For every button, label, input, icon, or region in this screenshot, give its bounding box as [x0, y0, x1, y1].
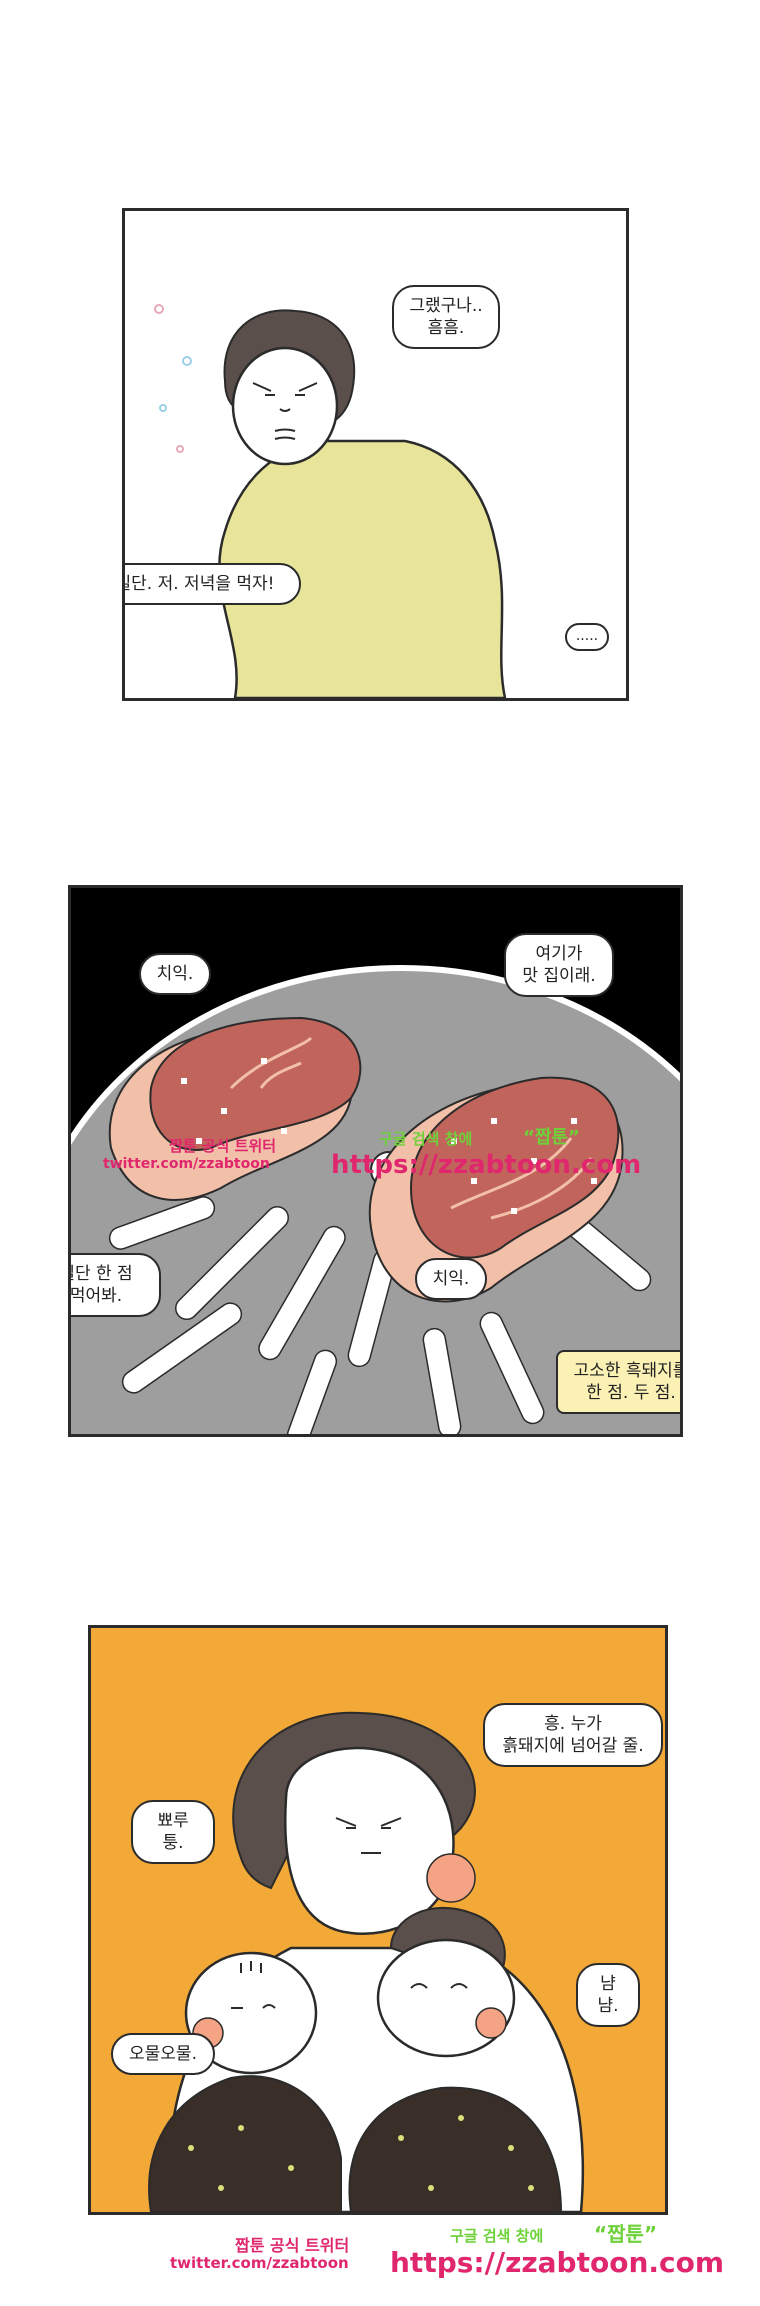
speech-bubble-hmph: 흥. 누가 흙돼지에 넘어갈 줄.	[483, 1703, 663, 1767]
grill-slot	[108, 1196, 216, 1250]
panel-1: 그랬구나.. 흠흠. 일단. 저. 저녁을 먹자! .....	[122, 208, 629, 701]
speech-bubble-sizzle-top: 치익.	[139, 953, 211, 995]
grill-slot	[286, 1349, 338, 1434]
panel-3: 흥. 누가 흙돼지에 넘어갈 줄. 뾰루퉁. 냠냠. 오물오물.	[88, 1625, 668, 2215]
thought-dot	[182, 356, 192, 366]
grill-slot	[121, 1302, 243, 1394]
kid-left-jacket	[148, 2075, 342, 2212]
footer-watermark-brand: 짭툰 공식 트위터	[235, 2236, 350, 2255]
speech-bubble-dots: .....	[565, 623, 609, 651]
footer-watermark-twitter: twitter.com/zzabtoon	[170, 2254, 349, 2272]
thought-dot	[159, 404, 167, 412]
watermark-search-prefix: 구글 검색 창에	[379, 1130, 473, 1148]
speech-bubble-yum: 냠냠.	[576, 1963, 640, 2027]
kid-right-jacket	[348, 2086, 563, 2212]
thought-dot	[154, 304, 164, 314]
grill-slot	[174, 1205, 290, 1321]
panel-1-art	[154, 304, 507, 698]
watermark-url: https://zzabtoon.com	[331, 1150, 642, 1180]
thought-dot	[176, 445, 184, 453]
watermark-search-term: “짭툰”	[523, 1127, 580, 1148]
mom-face	[284, 1746, 455, 1935]
speech-bubble-famous-place: 여기가 맛 집이래.	[504, 933, 614, 997]
footer-watermark-search-term: “짭툰”	[594, 2222, 658, 2246]
grill-slot	[422, 1327, 462, 1434]
panel-2: 치익. 여기가 맛 집이래. 일단 한 점 먹어봐. 치익. 고소한 흑돼지를 …	[68, 885, 683, 1437]
watermark-brand: 짭툰 공식 트위터	[169, 1137, 277, 1155]
kid-right-blush	[475, 2007, 507, 2039]
face	[231, 346, 339, 466]
caption-box: 고소한 흑돼지를 한 점. 두 점.	[556, 1350, 680, 1414]
speech-bubble-munch: 오물오물.	[111, 2033, 215, 2075]
grill-slot	[479, 1311, 545, 1425]
speech-bubble-try-one: 일단 한 점 먹어봐.	[71, 1253, 161, 1317]
panel-3-art	[148, 1711, 585, 2212]
footer-watermark-url: https://zzabtoon.com	[390, 2246, 725, 2279]
kid-right-face	[376, 1938, 516, 2058]
footer-watermark-search-prefix: 구글 검색 창에	[450, 2227, 544, 2245]
speech-bubble-pout: 뾰루퉁.	[131, 1800, 215, 1864]
mom-blush	[426, 1853, 476, 1903]
panel-2-art	[71, 965, 680, 1434]
speech-bubble-sizzle-mid: 치익.	[415, 1258, 487, 1300]
grill-slot	[258, 1225, 346, 1361]
speech-bubble-hmm: 그랬구나.. 흠흠.	[392, 285, 500, 349]
watermark-twitter: twitter.com/zzabtoon	[103, 1156, 270, 1172]
speech-bubble-dinner: 일단. 저. 저녁을 먹자!	[125, 563, 301, 605]
